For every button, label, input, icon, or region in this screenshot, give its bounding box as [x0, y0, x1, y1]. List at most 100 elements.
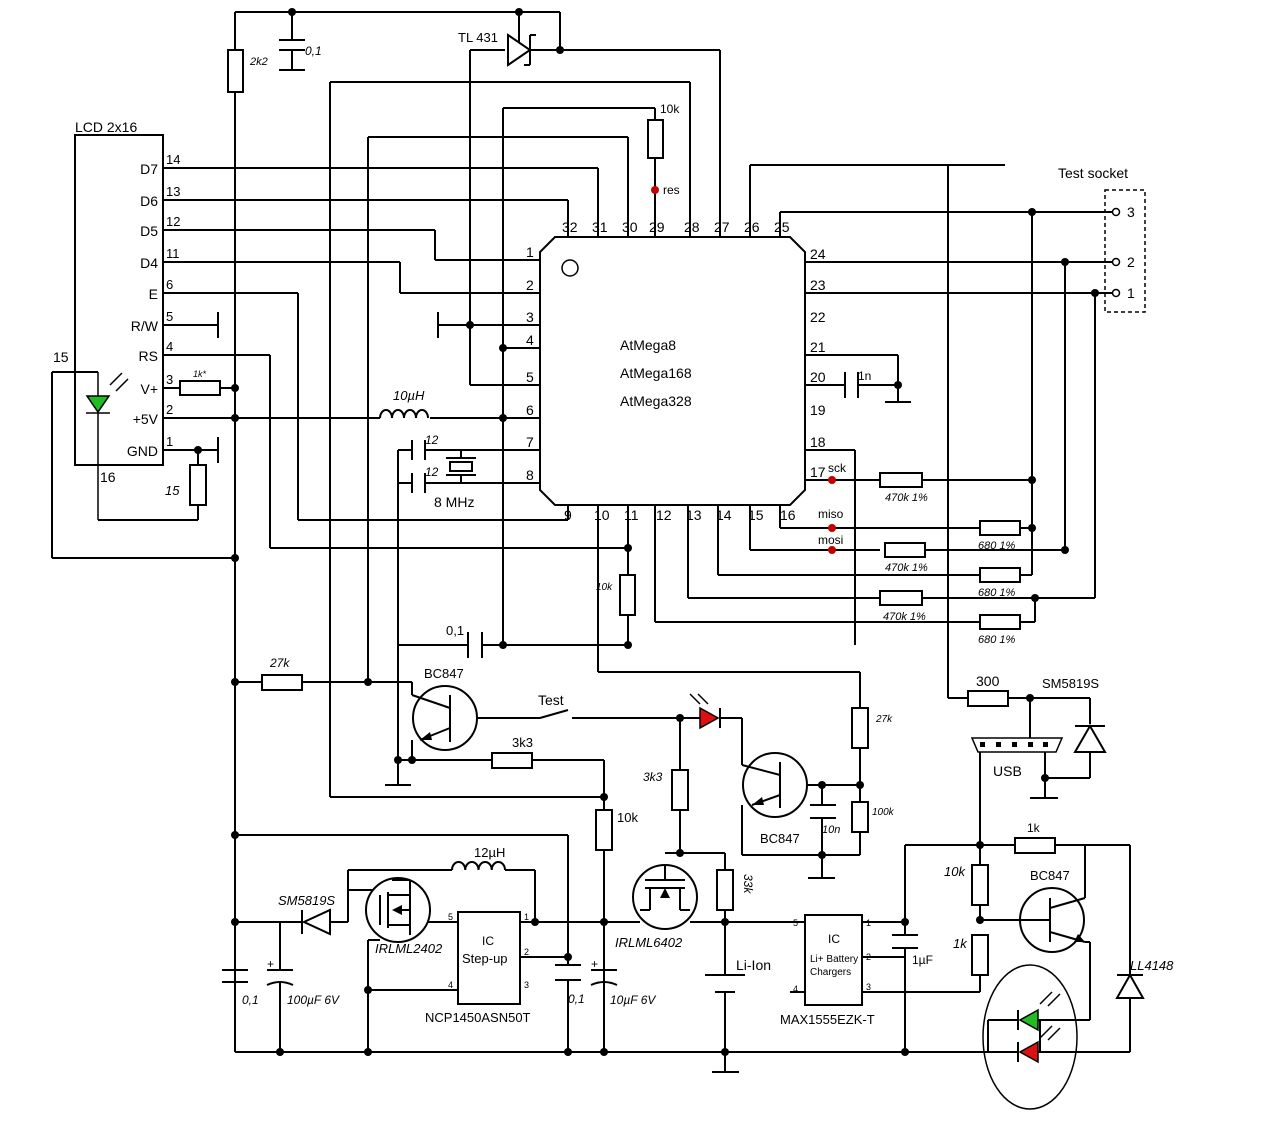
resistor-470k-1	[879, 472, 923, 488]
label-ic1-b: Step-up	[462, 951, 508, 966]
label-r10k-low: 10k	[617, 810, 638, 825]
mcu-pin-right: 20	[810, 369, 826, 385]
resistor-3k3-2	[671, 769, 689, 811]
label-r27k-right: 27k	[875, 714, 893, 725]
lcd-pin-number: 2	[166, 402, 173, 417]
crystal-icon	[449, 461, 473, 472]
label-socket-1: 1	[1127, 285, 1135, 301]
junction-dot	[564, 1048, 572, 1056]
ic-step-up	[457, 911, 521, 1005]
lcd-pin-label: +5V	[133, 411, 159, 427]
lcd-pin-number: 6	[166, 277, 173, 292]
label-r680-1: 680 1%	[978, 540, 1016, 552]
label-socket-2: 2	[1127, 254, 1135, 270]
label-ncp: NCP1450ASN50T	[425, 1010, 531, 1025]
mcu-pin-right: 22	[810, 309, 826, 325]
label-bc847-1: BC847	[424, 666, 464, 681]
label-r470k-3: 470k 1%	[883, 611, 926, 623]
label-c01-top: 0,1	[305, 44, 322, 58]
resistor-680-1	[979, 520, 1021, 536]
junction-dot	[1061, 258, 1069, 266]
label-miso: miso	[818, 507, 844, 521]
cap-plus-1: +	[267, 957, 274, 971]
junction-dot	[976, 916, 984, 924]
mcu-pin-left: 2	[526, 277, 534, 293]
junction-dot	[1031, 594, 1039, 602]
junction-dot	[1028, 524, 1036, 532]
junction-dot	[894, 381, 902, 389]
lcd-pin-number: 12	[166, 214, 180, 229]
resistor-15	[189, 464, 207, 506]
mcu-pin-bottom: 16	[780, 507, 796, 523]
junction-dot	[721, 918, 729, 926]
resistor-680-3	[979, 614, 1021, 630]
ic1-pin4: 4	[448, 980, 453, 990]
junction-dot	[976, 841, 984, 849]
mcu-pin-right: 18	[810, 434, 826, 450]
mcu-pin-right: 24	[810, 246, 826, 262]
inductor-10uh-icon	[379, 409, 429, 419]
bicolor-led-outline	[982, 964, 1078, 1110]
junction-dots	[194, 8, 1099, 1056]
cap-plus-2: +	[591, 957, 598, 971]
label-r1k-star: 1k*	[193, 369, 207, 379]
mcu-pin-bottom: 15	[748, 507, 764, 523]
label-mosi: mosi	[818, 533, 843, 547]
ic2-pin5: 5	[793, 918, 798, 928]
label-ll4148: LL4148	[1130, 958, 1174, 973]
resistor-1k-star	[179, 380, 221, 396]
resistor-27k-right	[851, 707, 869, 749]
label-c10u: 10µF 6V	[610, 993, 656, 1007]
lcd-pin-number: 1	[166, 434, 173, 449]
junction-dot	[818, 851, 826, 859]
junction-dot	[676, 849, 684, 857]
tl431-icon	[507, 33, 532, 67]
junction-dot	[556, 46, 564, 54]
label-r470k-1: 470k 1%	[885, 492, 928, 504]
resistor-470k-3	[879, 590, 923, 606]
junction-dot	[721, 1048, 729, 1056]
junction-dot	[499, 641, 507, 649]
label-xtal: 8 MHz	[434, 494, 474, 510]
label-r10k-res: 10k	[660, 102, 680, 116]
junction-dot	[1091, 289, 1099, 297]
label-r10k-chg: 10k	[944, 864, 966, 879]
mcu-body	[539, 236, 806, 506]
mcu-pin-left: 6	[526, 402, 534, 418]
junction-dot	[600, 1048, 608, 1056]
label-sck: sck	[828, 461, 847, 475]
label-c01-bl: 0,1	[242, 993, 259, 1007]
label-r15: 15	[165, 483, 180, 498]
junction-dot	[515, 8, 523, 16]
resistor-470k-2	[884, 542, 926, 558]
mcu-pin-top: 29	[649, 219, 665, 235]
label-max: MAX1555EZK-T	[780, 1012, 875, 1027]
mcu-pin-bottom: 10	[594, 507, 610, 523]
junction-dot	[231, 678, 239, 686]
ic1-pin2: 2	[524, 947, 529, 957]
label-ic2-c: Chargers	[810, 967, 851, 978]
junction-dot	[499, 414, 507, 422]
mcu-pin-left: 8	[526, 467, 534, 483]
lcd-pin-label: GND	[127, 443, 158, 459]
resistor-27k-left	[261, 674, 303, 691]
lcd-pin-label: D7	[140, 161, 158, 177]
ic2-pin4: 4	[793, 984, 798, 994]
label-irlml2402: IRLML2402	[375, 941, 443, 956]
label-liion: Li-Ion	[736, 957, 771, 973]
label-r3k3-2: 3k3	[643, 770, 663, 784]
mcu-pin-right: 19	[810, 402, 826, 418]
junction-dot	[1026, 694, 1034, 702]
junction-dot	[408, 756, 416, 764]
junction-dot	[1028, 208, 1036, 216]
lcd-pin-label: D5	[140, 223, 158, 239]
label-r1k-chg: 1k	[953, 936, 968, 951]
mcu-pin-top: 28	[684, 219, 700, 235]
label-test[interactable]: Test	[538, 692, 564, 708]
mcu-pin-top: 30	[622, 219, 638, 235]
ic2-pin2: 2	[866, 952, 871, 962]
ic2-pin3: 3	[866, 982, 871, 992]
label-ic2-b: Li+ Battery	[810, 954, 858, 965]
